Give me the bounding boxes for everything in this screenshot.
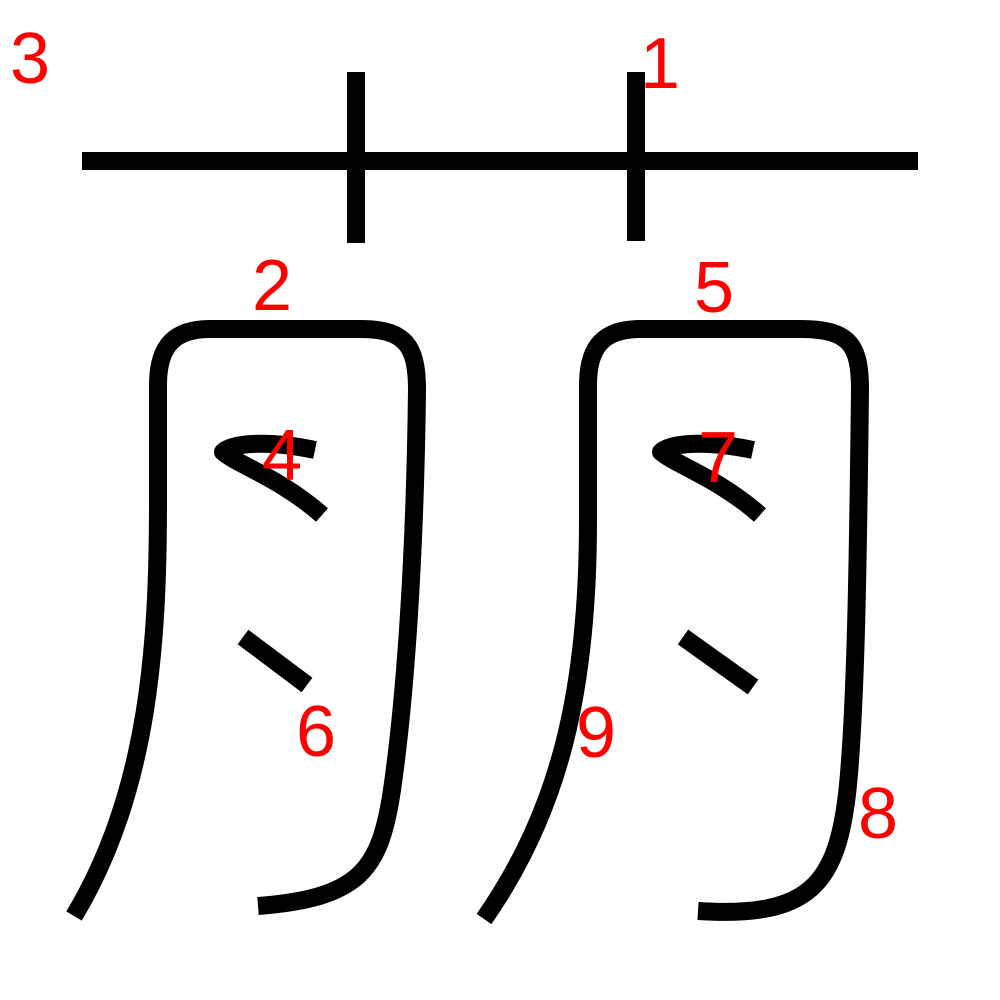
stroke-left-inner-lower — [237, 629, 313, 693]
stroke-right-inner-lower — [677, 629, 759, 695]
stroke-number-7: 7 — [698, 418, 738, 498]
stroke-number-1: 1 — [640, 24, 680, 104]
stroke-number-9: 9 — [576, 693, 616, 773]
stroke-number-2: 2 — [252, 246, 292, 326]
stroke-number-5: 5 — [694, 248, 734, 328]
stroke-right-inner-upper — [652, 434, 766, 522]
stroke-number-4: 4 — [262, 416, 302, 496]
stroke-number-6: 6 — [296, 692, 336, 772]
stroke-right-frame-sweep — [476, 320, 869, 925]
stroke-left-inner-upper — [214, 434, 328, 522]
stroke-number-3: 3 — [10, 19, 50, 99]
stroke-left-frame-sweep — [66, 320, 426, 921]
stroke-number-8: 8 — [858, 774, 898, 854]
